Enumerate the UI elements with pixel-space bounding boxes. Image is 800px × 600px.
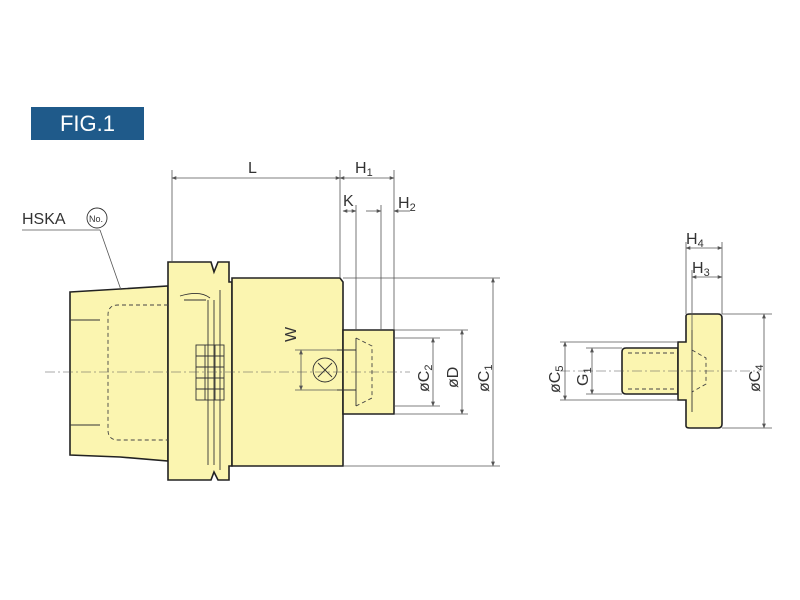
svg-text:HSKA: HSKA [22, 211, 66, 228]
hska-callout: HSKA No. [22, 207, 122, 291]
dim-C4: øC4 [747, 365, 766, 392]
dim-H3: H3 [692, 260, 710, 279]
dim-H4: H4 [686, 231, 704, 250]
nose [342, 329, 395, 415]
dim-H2: H2 [398, 195, 416, 214]
flange [167, 261, 233, 481]
dim-G1: G1 [575, 367, 594, 386]
dim-K: K [343, 193, 354, 210]
clamp-screw [312, 349, 356, 391]
dim-L: L [248, 160, 257, 177]
drive-slot-detail [195, 344, 225, 401]
dim-H1: H1 [355, 160, 373, 179]
dim-C1: øC1 [476, 365, 495, 392]
figure-badge: FIG.1 [31, 107, 144, 140]
holder-body [69, 261, 395, 481]
dim-C5: øC5 [547, 366, 566, 393]
taper-shank [69, 285, 169, 462]
svg-text:No.: No. [89, 214, 103, 224]
dim-D: øD [445, 367, 462, 388]
dim-C2: øC2 [416, 365, 435, 392]
dim-W: W [283, 326, 300, 342]
